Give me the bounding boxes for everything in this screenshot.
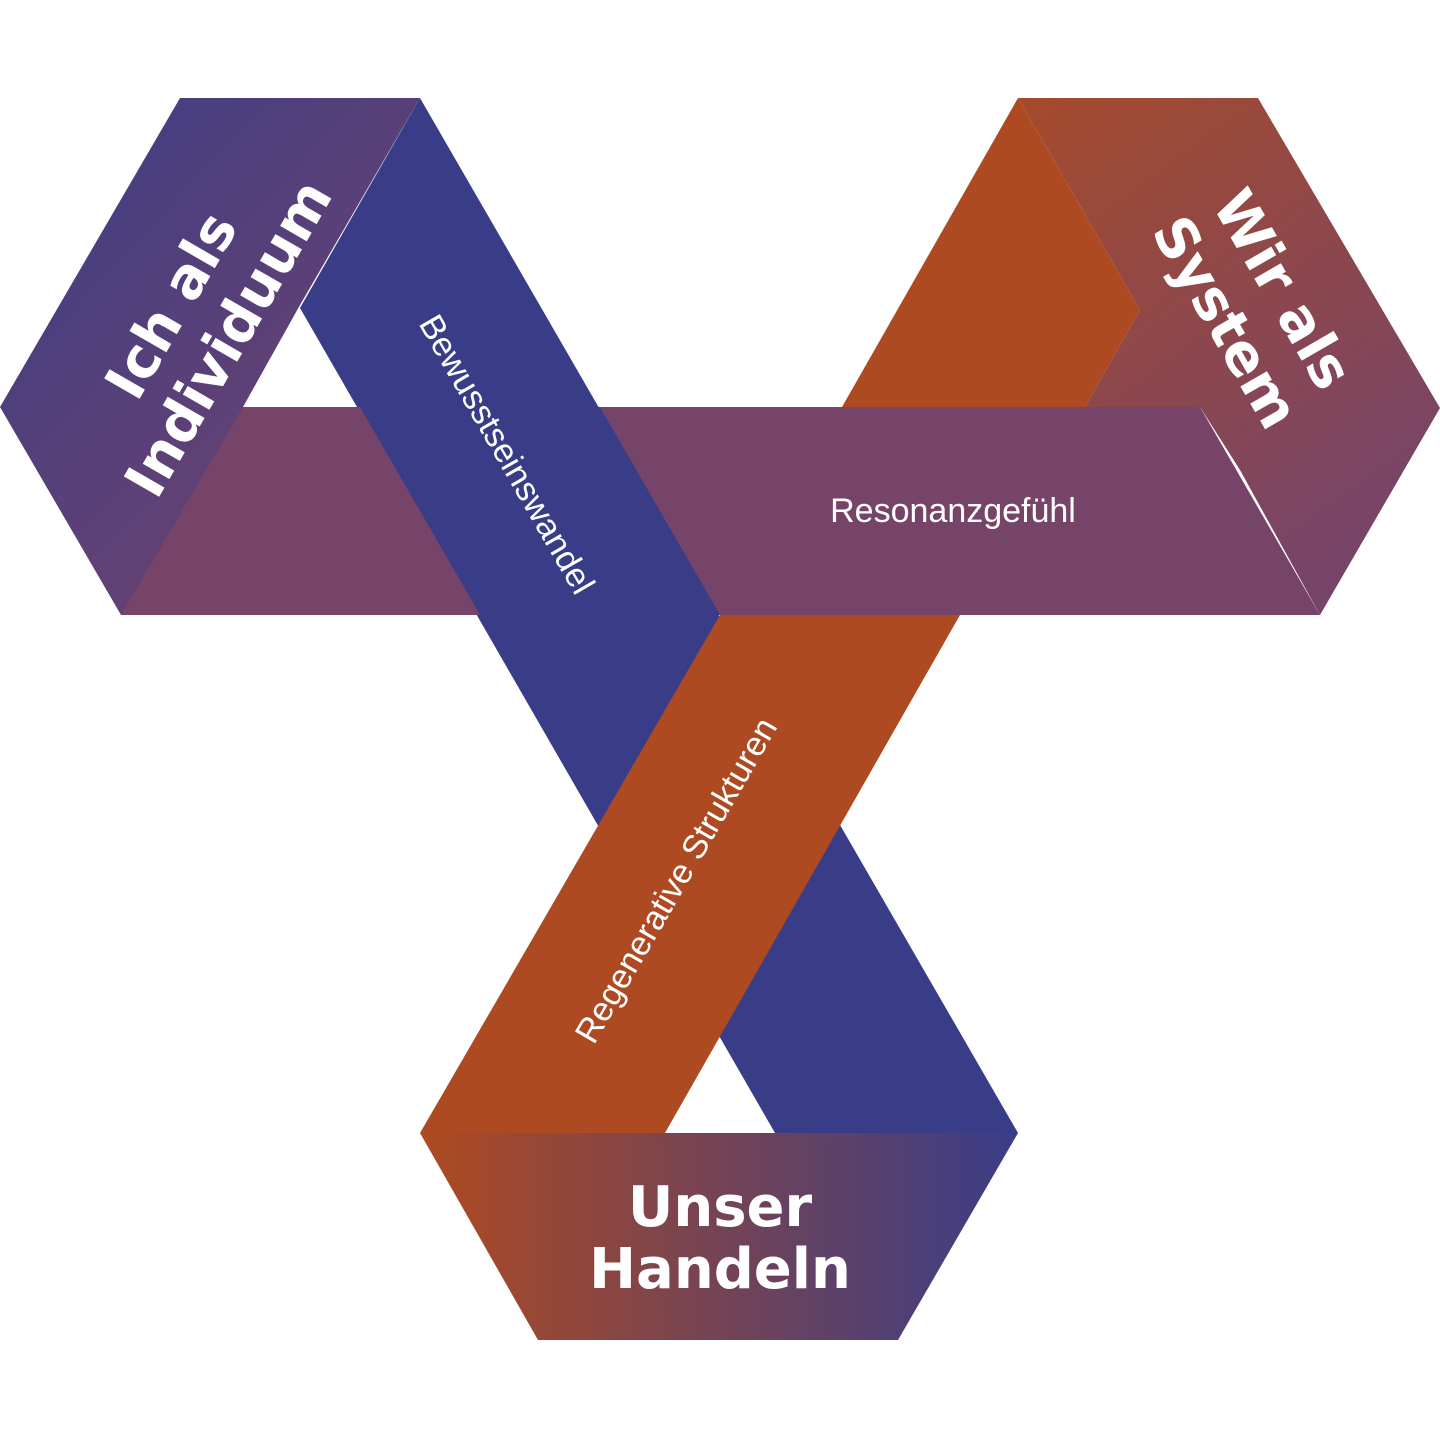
corner-action-line2: Handeln	[589, 1237, 851, 1302]
band-consciousness-overlap	[360, 407, 720, 615]
band-structures	[420, 615, 960, 1133]
corner-action-line1: Unser	[628, 1175, 813, 1240]
band-resonance	[121, 407, 1320, 615]
band-structures-upper	[842, 98, 1140, 407]
band-consciousness	[300, 98, 1018, 1133]
corner-action-label: Unser Handeln	[589, 1175, 851, 1302]
corner-system-shape	[1018, 98, 1440, 615]
label-resonance: Resonanzgefühl	[830, 492, 1076, 530]
corner-action-shape	[420, 1133, 1018, 1340]
